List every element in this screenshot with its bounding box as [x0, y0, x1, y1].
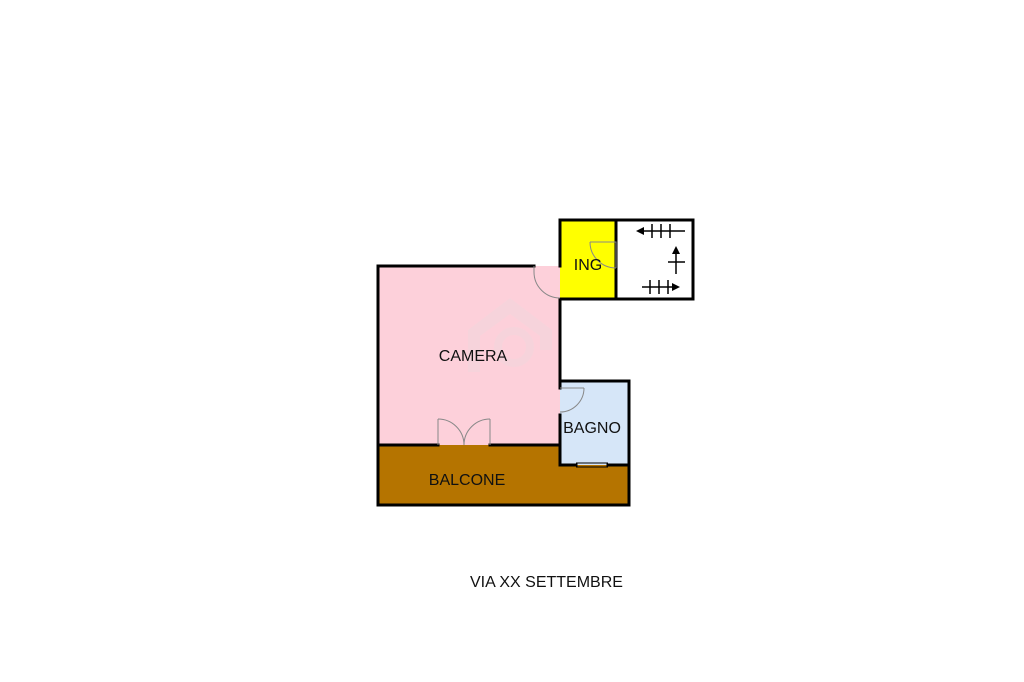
room-bagno [560, 381, 629, 465]
ingresso-label: ING [574, 257, 602, 274]
street-label: VIA XX SETTEMBRE [470, 574, 623, 591]
staircase-arrows-icon [636, 224, 685, 294]
bagno-window [576, 462, 608, 468]
balcone-label: BALCONE [429, 472, 505, 489]
camera-label: CAMERA [439, 348, 508, 365]
logo-watermark-icon [468, 298, 552, 372]
door-swings [437, 241, 617, 446]
room-ingresso [560, 220, 616, 299]
walls [376, 218, 695, 507]
room-stairwell [616, 220, 693, 299]
bagno-label: BAGNO [563, 420, 621, 437]
